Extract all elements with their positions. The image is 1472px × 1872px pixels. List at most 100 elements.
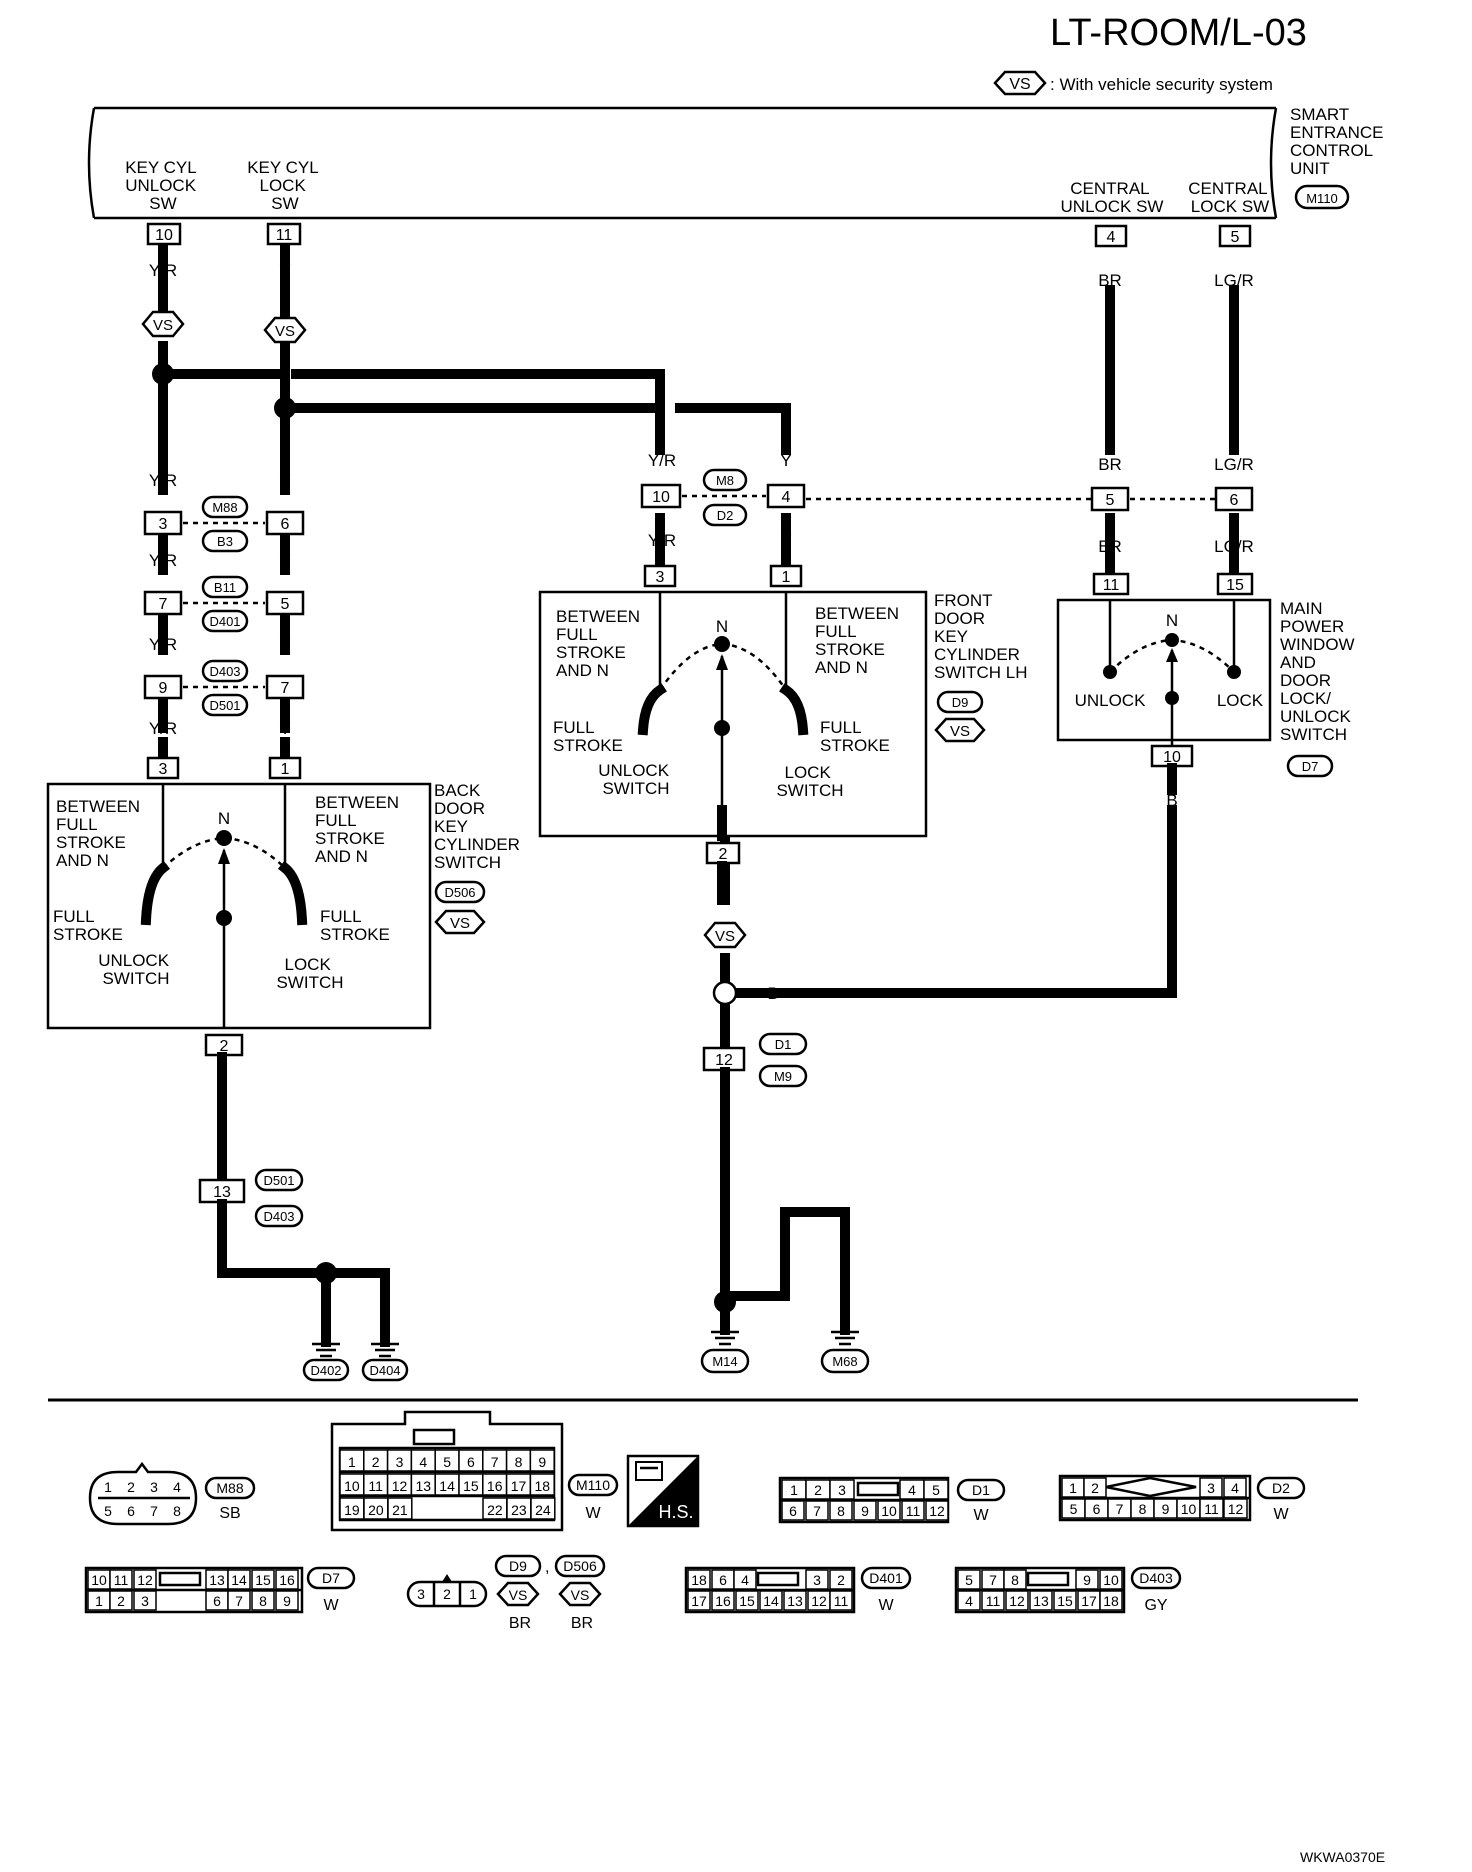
terminal-label-key-cyl-unlock: KEY CYL UNLOCK SW [125, 158, 201, 213]
legend-pin-number: 9 [1162, 1501, 1170, 1517]
legend-pin-cell [1099, 1569, 1123, 1590]
joint-m8-pin-10: 10 [652, 489, 670, 506]
legend-pin-number: 2 [814, 1482, 822, 1498]
joint-d1-pin: 12 [715, 1052, 733, 1069]
joint-d1-bottom: M9 [774, 1069, 792, 1084]
joint-d403-pin-left: 9 [159, 680, 168, 697]
front-switch-between-left: BETWEEN FULL STROKE AND N [556, 607, 645, 680]
back-switch-pin-left: 3 [159, 761, 168, 778]
legend-pin-number: 10 [344, 1478, 360, 1494]
legend-d2-color: W [1273, 1506, 1289, 1523]
legend-pin-cell [805, 1569, 829, 1590]
d7-name: MAIN POWER WINDOW AND DOOR LOCK/ UNLOCK … [1280, 599, 1359, 744]
legend-pin-cell [901, 1500, 925, 1521]
wire-label-y-3: Y [279, 551, 290, 570]
joint-b11-pin-right: 5 [281, 596, 290, 613]
wire-label-br-1: BR [1098, 271, 1122, 290]
legend-pin-cell [1003, 1569, 1027, 1590]
legend-pin-number: 12 [137, 1572, 153, 1588]
legend-d403-color: GY [1144, 1597, 1167, 1614]
legend-pin-number: 2 [837, 1572, 845, 1588]
legend-pin-cell [1005, 1590, 1029, 1611]
joint-d1-top: D1 [775, 1037, 792, 1052]
legend-m88-pin: 5 [104, 1503, 112, 1519]
legend-pin-number: 10 [1181, 1501, 1197, 1517]
legend-pin-number: 4 [965, 1593, 973, 1609]
legend-pin-cell [853, 1500, 877, 1521]
legend-pin-number: 12 [1009, 1593, 1025, 1609]
joint-m8-bottom: D2 [717, 508, 734, 523]
legend-d9-pin: 2 [443, 1586, 451, 1602]
legend-pin-cell [133, 1569, 157, 1590]
legend-pin-number: 21 [392, 1502, 408, 1518]
legend-m88-color: SB [219, 1505, 240, 1522]
legend-pin-number: 8 [259, 1593, 267, 1609]
legend-pin-cell [227, 1569, 251, 1590]
legend-pin-number: 4 [1231, 1480, 1239, 1496]
back-switch-pin-bottom: 2 [220, 1038, 229, 1055]
legend-pin-number: 15 [739, 1593, 755, 1609]
joint-connectors-left: 3 6 M88 B3 7 5 B11 D401 9 7 D403 D501 [143, 495, 305, 717]
legend-pin-number: 4 [741, 1572, 749, 1588]
legend-pin-number: 19 [344, 1502, 360, 1518]
legend-pin-number: 16 [487, 1478, 503, 1494]
vs-legend-text: : With vehicle security system [1050, 75, 1273, 94]
joint-d501-pin: 13 [213, 1184, 231, 1201]
legend-pin-number: 9 [538, 1454, 546, 1470]
legend-pin-number: 17 [1081, 1593, 1097, 1609]
legend-pin-cell [1083, 1477, 1107, 1498]
legend-pin-number: 4 [908, 1482, 916, 1498]
front-switch-lock: LOCK SWITCH [776, 763, 843, 800]
vs-legend-symbol: VS [1009, 76, 1030, 93]
back-switch-full-left: FULL STROKE [53, 907, 123, 944]
wire-label-b-4: B [719, 1095, 730, 1114]
legend-d9-pin: 1 [469, 1586, 477, 1602]
legend-m110-id: M110 [576, 1477, 610, 1493]
d7-pin-11: 11 [1103, 577, 1120, 594]
legend-pin-number: 11 [1204, 1501, 1219, 1517]
legend-pin-cell [711, 1590, 735, 1611]
legend-m88-pin: 2 [127, 1479, 135, 1495]
legend-pin-number: 5 [932, 1482, 940, 1498]
legend-pin-number: 18 [691, 1572, 707, 1588]
d7-pin-10: 10 [1163, 749, 1181, 766]
legend-pin-number: 7 [989, 1572, 997, 1588]
smart-unit-connector: M110 [1306, 191, 1338, 206]
legend-pin-number: 3 [838, 1482, 846, 1498]
legend-pin-number: 4 [419, 1454, 427, 1470]
ground-m68: M68 [832, 1354, 857, 1369]
smart-entrance-control-unit: SMART ENTRANCE CONTROL UNIT M110 KEY CYL… [87, 105, 1384, 220]
vs-legend: VS : With vehicle security system [993, 70, 1273, 96]
page-title: LT-ROOM/L-03 [1050, 12, 1307, 54]
splice-b-back [315, 1262, 337, 1284]
wire-label-br-2: BR [1098, 455, 1122, 474]
legend-pin-number: 7 [813, 1503, 821, 1519]
back-switch-name: BACK DOOR KEY CYLINDER SWITCH [434, 781, 525, 872]
wire-label-y-7: Y [780, 531, 791, 550]
wire-label-lgr-2: LG/R [1214, 455, 1254, 474]
wire-label-b-8: B [216, 1082, 227, 1101]
legend-d1-id: D1 [972, 1482, 990, 1498]
legend-pin-cell [1075, 1569, 1099, 1590]
ground-m14: M14 [712, 1354, 737, 1369]
legend-d506-vs: VS [571, 1587, 590, 1603]
legend-pin-cell [530, 1497, 556, 1520]
legend-pin-cell [759, 1590, 783, 1611]
legend-d506-id: D506 [563, 1558, 597, 1574]
pin-11: 11 [276, 227, 293, 244]
joint-m8-pin-6: 6 [1230, 492, 1239, 509]
terminal-label-central-lock: CENTRAL LOCK SW [1188, 179, 1271, 216]
legend-pin-number: 3 [396, 1454, 404, 1470]
legend-pin-cell [1223, 1477, 1247, 1498]
legend-hs-label: H.S. [658, 1502, 693, 1522]
legend-pin-number: 13 [209, 1572, 225, 1588]
wire-label-yr-3: Y/R [149, 551, 177, 570]
legend-hs: H.S. [626, 1454, 700, 1528]
wire-label-yr-4: Y/R [149, 635, 177, 654]
